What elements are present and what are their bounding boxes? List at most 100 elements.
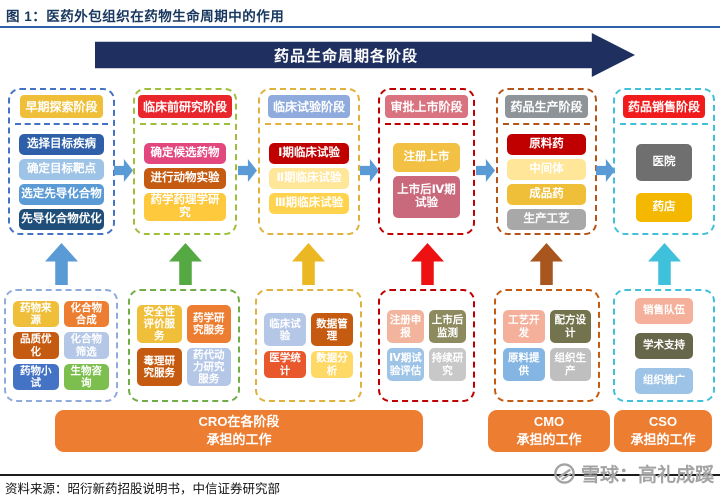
stage-steps: 原料药 中间体 成品药 生产工艺 (498, 127, 595, 230)
flow-right-arrow-icon (114, 159, 133, 182)
service-item: 学术支持 (635, 332, 693, 359)
stage-divider (265, 123, 353, 125)
services-clinical-trial: 临床试验 数据管理 医学统计 数据分析 (255, 289, 362, 402)
stage-step: Ⅲ期临床试验 (269, 193, 349, 214)
service-item: 数据管理 (311, 313, 353, 347)
footer-divider (0, 474, 720, 476)
service-item: 化合物筛选 (63, 332, 109, 359)
service-item: 安全性评价服务 (137, 304, 182, 343)
up-arrow-icon (648, 243, 681, 285)
stage-steps: Ⅰ期临床试验 Ⅱ期临床试验 Ⅲ期临床试验 (260, 127, 358, 229)
xueqiu-logo-icon (554, 463, 575, 484)
stage-steps: 注册上市 上市后Ⅳ期试验 (380, 127, 473, 229)
service-item: 药代动力研究服务 (186, 348, 231, 387)
stage-step: 药店 (636, 193, 692, 222)
up-arrow-icon (45, 243, 78, 285)
stage-step: 选择目标疾病 (19, 134, 104, 155)
service-item: 销售队伍 (635, 297, 693, 324)
watermark-text: 雪球：高礼成蹊 (580, 465, 714, 486)
stage-step: 确定候选药物 (144, 143, 226, 164)
stage-steps: 选择目标疾病 确定目标靶点 选定先导化合物 先导化合物优化 (10, 127, 113, 230)
stage-step: 原料药 (507, 134, 586, 155)
up-arrow-icon (530, 243, 563, 285)
stage-step: 药学药理学研究 (144, 193, 226, 222)
stage-steps: 确定候选药物 进行动物实验 药学药理学研究 (135, 127, 235, 229)
bar-line: 承担的工作 (516, 432, 582, 447)
bar-line: CMO (533, 414, 565, 430)
stage-approval-launch: 审批上市阶段 注册上市 上市后Ⅳ期试验 (378, 88, 475, 235)
service-item: 生物咨询 (63, 363, 109, 390)
stage-step: 确定目标靶点 (19, 159, 104, 180)
service-item: 化合物合成 (63, 301, 109, 328)
stage-step: 生产工艺 (507, 209, 586, 230)
stage-step: 先导化合物优化 (19, 209, 104, 230)
services-manufacturing: 工艺开发 配方设计 原料提供 组织生产 (494, 289, 600, 402)
bar-line: 承担的工作 (206, 432, 272, 447)
stage-sales: 药品销售阶段 医院 药店 (613, 88, 715, 235)
service-item: 药物来源 (13, 301, 59, 328)
service-item: 配方设计 (549, 310, 591, 343)
service-item: Ⅳ期试验评估 (387, 348, 424, 381)
title-divider (0, 26, 720, 28)
service-item: 组织生产 (549, 348, 591, 381)
up-arrow-icon (411, 243, 444, 285)
up-arrow-icon (292, 243, 325, 285)
stage-step: Ⅰ期临床试验 (269, 143, 349, 164)
service-item: 医学统计 (264, 351, 306, 378)
service-item: 注册申报 (387, 310, 424, 343)
stage-header: 药品生产阶段 (505, 95, 588, 118)
service-item: 上市后监测 (429, 310, 466, 343)
stage-header: 临床试验阶段 (267, 95, 350, 118)
watermark: 雪球：高礼成蹊 (553, 460, 714, 487)
stage-divider (620, 123, 708, 125)
services-early-discovery: 药物来源 化合物合成 品质优化 化合物筛选 药物小试 生物咨询 (4, 289, 118, 402)
figure-title: 图 1：医药外包组织在药物生命周期中的作用 (6, 9, 285, 24)
stage-step: 选定先导化合物 (19, 184, 104, 205)
cro-work-bar: CRO在各阶段 承担的工作 (55, 410, 423, 452)
services-preclinical: 安全性评价服务 药学研究服务 毒理研究服务 药代动力研究服务 (128, 289, 240, 402)
lifecycle-banner-arrow: 药品生命周期各阶段 (95, 33, 635, 77)
flow-right-arrow-icon (238, 159, 257, 182)
stage-divider (15, 123, 108, 125)
service-item: 品质优化 (13, 332, 59, 359)
cso-work-bar: CSO 承担的工作 (614, 410, 712, 452)
stage-early-discovery: 早期探索阶段 选择目标疾病 确定目标靶点 选定先导化合物 先导化合物优化 (8, 88, 115, 235)
stage-divider (503, 123, 590, 125)
stage-step: 注册上市 (393, 143, 460, 172)
cmo-work-bar: CMO 承担的工作 (488, 410, 610, 452)
up-arrow-icon (169, 243, 202, 285)
stage-divider (140, 123, 230, 125)
stage-step: 成品药 (507, 184, 586, 205)
bar-line: 承担的工作 (630, 432, 696, 447)
service-item: 毒理研究服务 (137, 348, 182, 387)
source-note: 资料来源：昭衍新药招股说明书，中信证券研究部 (5, 482, 281, 496)
service-item: 工艺开发 (503, 310, 545, 343)
flow-right-arrow-icon (476, 159, 495, 182)
stage-clinical-trial: 临床试验阶段 Ⅰ期临床试验 Ⅱ期临床试验 Ⅲ期临床试验 (258, 88, 360, 235)
stage-header: 药品销售阶段 (622, 95, 705, 118)
service-item: 原料提供 (503, 348, 545, 381)
stage-step: Ⅱ期临床试验 (269, 168, 349, 189)
stage-step: 中间体 (507, 159, 586, 180)
stage-steps: 医院 药店 (615, 127, 713, 229)
stage-header: 临床前研究阶段 (137, 95, 232, 118)
bar-line: CSO (648, 414, 678, 430)
services-sales: 销售队伍 学术支持 组织推广 (613, 289, 715, 402)
stage-preclinical: 临床前研究阶段 确定候选药物 进行动物实验 药学药理学研究 (133, 88, 237, 235)
stage-header: 早期探索阶段 (20, 95, 103, 118)
flow-right-arrow-icon (360, 159, 379, 182)
stage-header: 审批上市阶段 (385, 95, 468, 118)
stage-divider (385, 123, 468, 125)
service-item: 药物小试 (13, 363, 59, 390)
stage-manufacturing: 药品生产阶段 原料药 中间体 成品药 生产工艺 (496, 88, 597, 235)
bar-line: CRO在各阶段 (198, 414, 280, 430)
service-item: 持续研究 (429, 348, 466, 381)
stage-step: 医院 (636, 144, 692, 181)
service-item: 数据分析 (311, 351, 353, 378)
stage-step: 进行动物实验 (144, 168, 226, 189)
service-item: 组织推广 (635, 367, 693, 394)
service-item: 临床试验 (264, 313, 306, 347)
services-approval-launch: 注册申报 上市后监测 Ⅳ期试验评估 持续研究 (378, 289, 475, 402)
service-item: 药学研究服务 (186, 304, 231, 343)
